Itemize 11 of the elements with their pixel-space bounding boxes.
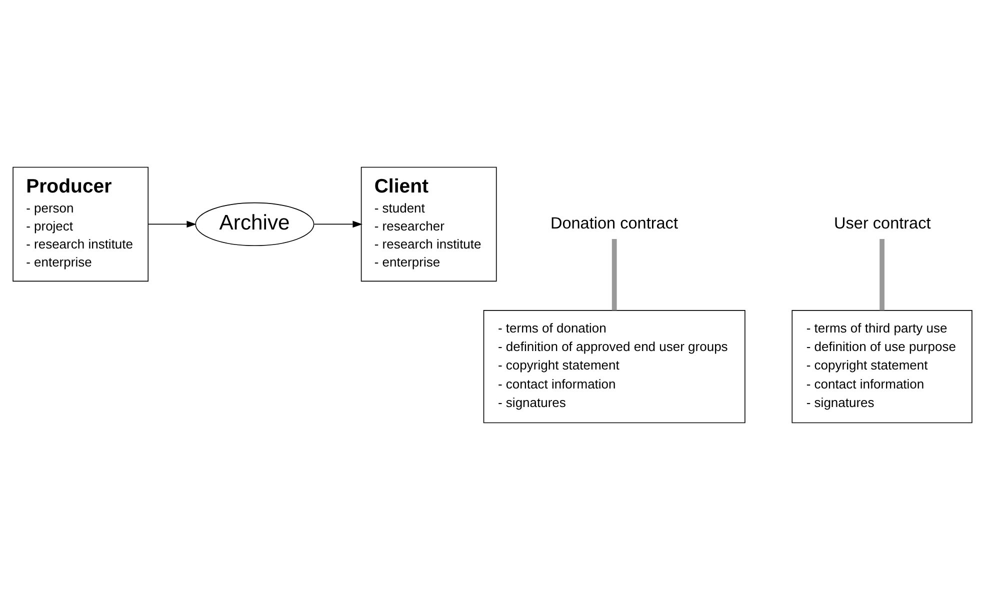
node-text: Donation contract (550, 214, 678, 232)
arrow (314, 220, 362, 228)
connector (612, 238, 617, 310)
node-text: User contract (834, 214, 931, 232)
node-box: Client - student - researcher - research institute - enterprise (360, 166, 497, 282)
node-box: - terms of donation - definition of approved end user groups - copyright statement - contact information - signatures (483, 310, 746, 423)
node-box: Producer - person - project - research institute - enterprise (12, 166, 149, 282)
node-ellipse: Archive (195, 202, 314, 246)
connector (880, 238, 884, 310)
node-box: - terms of third party use - definition of use purpose - copyright statement - contact information - signatures (792, 310, 972, 423)
arrow (148, 220, 196, 228)
